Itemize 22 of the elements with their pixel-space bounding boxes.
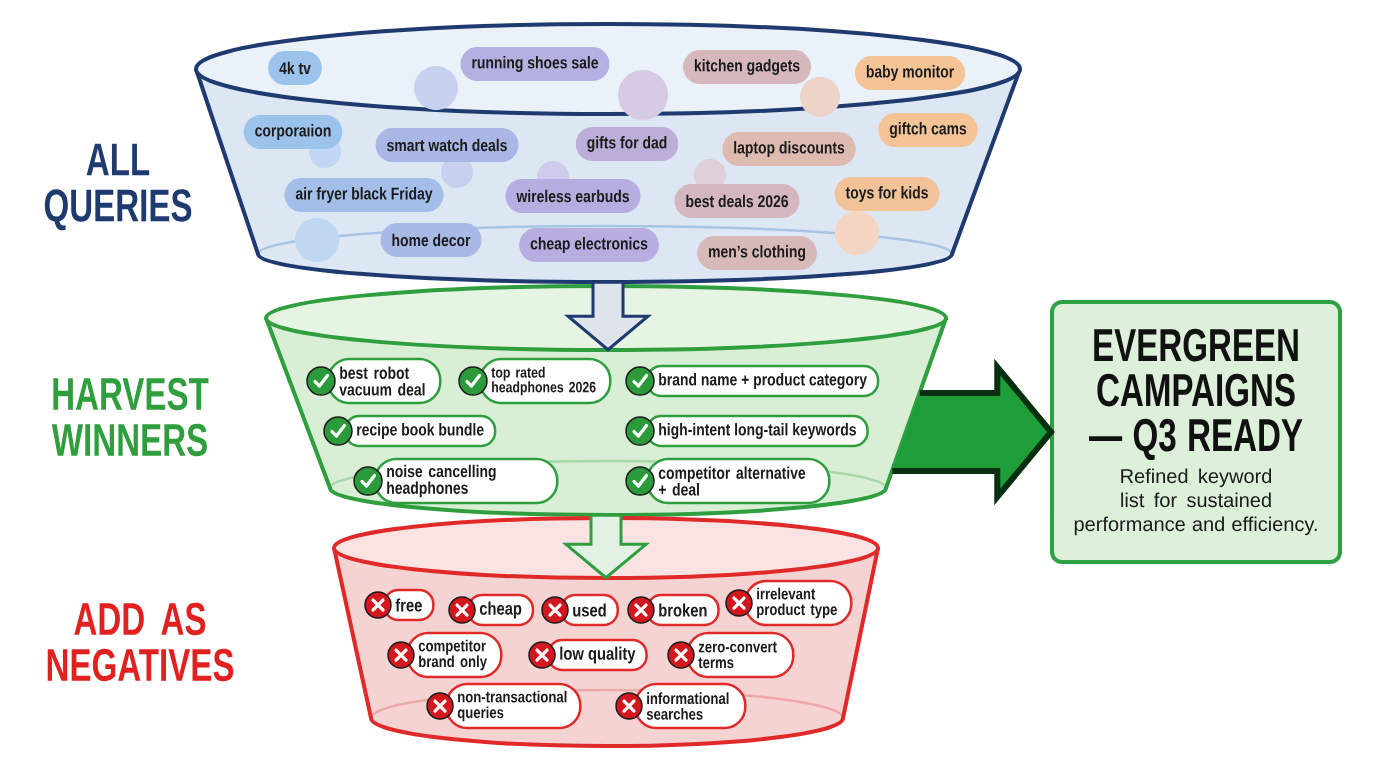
- tier-heading: ADD AS NEGATIVES: [47, 602, 234, 682]
- query-pill: giftch cams: [878, 113, 978, 147]
- keyword-pill: noise cancelling headphones: [374, 457, 559, 505]
- arrow: [563, 280, 653, 352]
- keyword-pill: top rated headphones 2026: [479, 357, 612, 405]
- keyword-pill: recipe book bundle: [344, 414, 497, 448]
- keyword-pill: irrelevant product type: [744, 579, 853, 627]
- arrow: [561, 513, 651, 580]
- query-pill: 4k tv: [268, 51, 322, 85]
- keyword-pill: brand name + product category: [646, 364, 880, 398]
- keyword-pill: informational searches: [634, 682, 747, 730]
- query-pill: baby monitor: [854, 56, 966, 90]
- keyword-pill: competitor brand only: [406, 631, 503, 679]
- keyword-pill: competitor alternative + deal: [646, 457, 831, 505]
- keyword-pill: non-transactional queries: [445, 682, 582, 730]
- keyword-pill: zero-convert terms: [686, 631, 795, 679]
- keyword-pill: high-intent long-tail keywords: [646, 414, 869, 448]
- keyword-pill: best robot vacuum deal: [327, 357, 442, 405]
- result-box: EVERGREEN CAMPAIGNS — Q3 READY Refined keyword list for sustained performance and efficiency.: [1050, 300, 1342, 564]
- tier-heading: ALL QUERIES: [44, 143, 192, 231]
- tier-heading: HARVEST WINNERS: [51, 377, 209, 457]
- keyword-pill: low quality: [547, 638, 648, 672]
